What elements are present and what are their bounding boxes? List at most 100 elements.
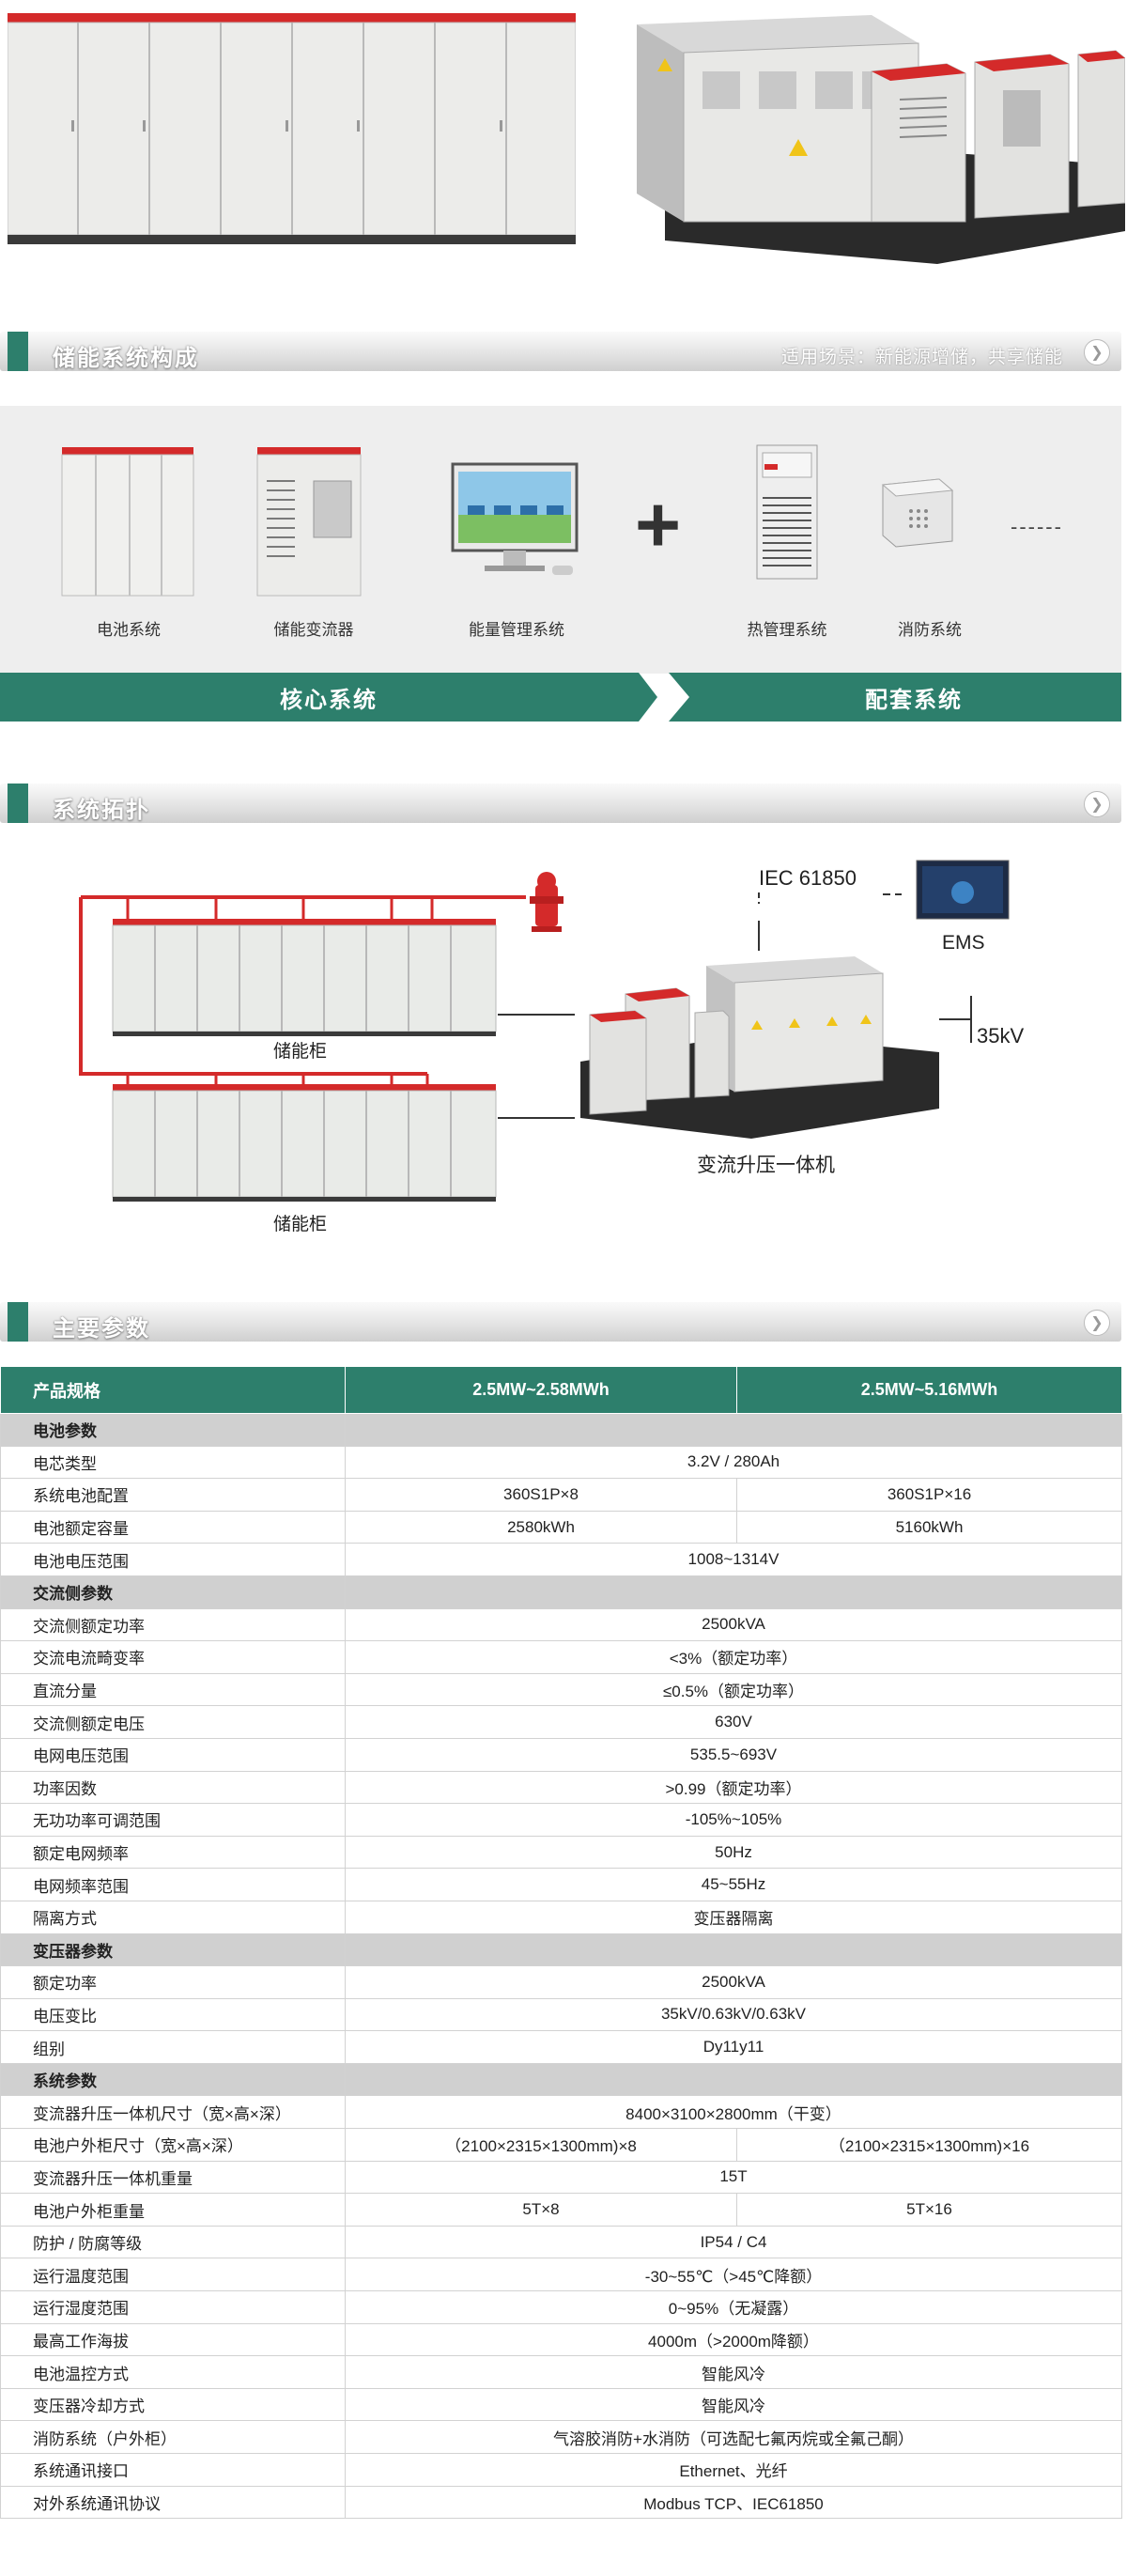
- table-row: 变流器升压一体机尺寸（宽×高×深）8400×3100×2800mm（干变）: [0, 2095, 1122, 2130]
- param-value: 智能风冷: [345, 2355, 1122, 2389]
- cabinet-label-1: 储能柜: [273, 1042, 328, 1062]
- param-value: 50Hz: [345, 1835, 1122, 1870]
- param-label: 交流电流畸变率: [0, 1640, 346, 1674]
- comp-label-pcs: 储能变流器: [273, 621, 354, 639]
- section-title: 主要参数: [53, 1316, 150, 1342]
- table-row: 运行温度范围-30~55℃（>45℃降额）: [0, 2258, 1122, 2292]
- param-value: 气溶胶消防+水消防（可选配七氟丙烷或全氟己酮）: [345, 2420, 1122, 2454]
- group-label: 电池参数: [0, 1413, 346, 1447]
- group-label: 交流侧参数: [0, 1575, 346, 1609]
- param-label: 变压器冷却方式: [0, 2387, 346, 2422]
- hero-pcs-unit: [627, 6, 1126, 269]
- table-row: 变压器冷却方式智能风冷: [0, 2387, 1122, 2422]
- table-group-row: 电池参数: [0, 1413, 1122, 1447]
- param-value: 15T: [345, 2160, 1122, 2195]
- param-label: 额定电网频率: [0, 1835, 346, 1870]
- comp-label-fire: 消防系统: [898, 621, 962, 639]
- core-system-bar: 核心系统: [0, 673, 657, 722]
- fire-hydrant-icon: [530, 872, 564, 932]
- param-label: 交流侧额定功率: [0, 1607, 346, 1642]
- battery-cabinet-icon: [58, 443, 199, 603]
- param-value: Modbus TCP、IEC61850: [345, 2485, 1122, 2520]
- param-value: <3%（额定功率）: [345, 1640, 1122, 1674]
- param-value: 3.2V / 280Ah: [345, 1445, 1122, 1480]
- comp-label-battery: 电池系统: [97, 621, 161, 639]
- param-value: （2100×2315×1300mm)×16: [736, 2128, 1122, 2162]
- param-value: IP54 / C4: [345, 2225, 1122, 2259]
- group-filler: [345, 1413, 1122, 1447]
- monitor-icon: [449, 460, 580, 587]
- table-row: 消防系统（户外柜）气溶胶消防+水消防（可选配七氟丙烷或全氟己酮）: [0, 2420, 1122, 2454]
- section-tab: [8, 1302, 28, 1342]
- param-label: 系统电池配置: [0, 1478, 346, 1512]
- param-value: 45~55Hz: [345, 1868, 1122, 1901]
- param-label: 组别: [0, 2030, 346, 2064]
- topology-diagram: [0, 846, 1121, 1240]
- spec-table: 产品规格 2.5MW~2.58MWh 2.5MW~5.16MWh 电池参数电芯类…: [0, 1366, 1122, 2520]
- arrow-right-icon[interactable]: ❯: [1084, 339, 1110, 365]
- table-row: 交流电流畸变率<3%（额定功率）: [0, 1640, 1122, 1674]
- param-label: 电池户外柜尺寸（宽×高×深）: [0, 2128, 346, 2162]
- composition-panel: 电池系统 储能变流器 能量管理系统 + 热管理: [0, 406, 1121, 674]
- param-label: 无功功率可调范围: [0, 1803, 346, 1837]
- param-value: Ethernet、光纤: [345, 2453, 1122, 2487]
- param-label: 电芯类型: [0, 1445, 346, 1480]
- group-label: 系统参数: [0, 2062, 346, 2097]
- arrow-right-icon[interactable]: ❯: [1084, 791, 1110, 817]
- param-value: 0~95%（无凝露）: [345, 2290, 1122, 2324]
- param-label: 消防系统（户外柜）: [0, 2420, 346, 2454]
- param-value: 360S1P×16: [736, 1478, 1122, 1512]
- pcs-cabinet-icon: [255, 443, 363, 603]
- param-label: 电池额定容量: [0, 1510, 346, 1544]
- param-label: 防护 / 防腐等级: [0, 2225, 346, 2259]
- param-value: ≤0.5%（额定功率）: [345, 1672, 1122, 1707]
- header-cell: 2.5MW~2.58MWh: [345, 1366, 737, 1414]
- table-row: 无功功率可调范围-105%~105%: [0, 1803, 1122, 1837]
- table-row: 隔离方式变压器隔离: [0, 1900, 1122, 1934]
- group-filler: [345, 1575, 1122, 1609]
- table-row: 功率因数>0.99（额定功率）: [0, 1770, 1122, 1805]
- plus-icon: +: [635, 480, 682, 568]
- param-value: 1008~1314V: [345, 1543, 1122, 1576]
- table-row: 直流分量≤0.5%（额定功率）: [0, 1672, 1122, 1707]
- comp-label-thermal: 热管理系统: [747, 621, 827, 639]
- param-value: 智能风冷: [345, 2387, 1122, 2422]
- param-value: 2500kVA: [345, 1607, 1122, 1642]
- group-filler: [345, 1932, 1122, 1967]
- param-label: 额定功率: [0, 1965, 346, 1999]
- param-label: 系统通讯接口: [0, 2453, 346, 2487]
- table-group-row: 系统参数: [0, 2062, 1122, 2097]
- param-label: 隔离方式: [0, 1900, 346, 1934]
- param-value: 变压器隔离: [345, 1900, 1122, 1934]
- param-value: 535.5~693V: [345, 1737, 1122, 1772]
- table-group-row: 交流侧参数: [0, 1575, 1122, 1609]
- section-subtitle: 适用场景：新能源增储，共享储能: [780, 348, 1063, 367]
- param-label: 变流器升压一体机重量: [0, 2160, 346, 2195]
- pcs-label: 变流升压一体机: [697, 1155, 835, 1176]
- comp-label-ems: 能量管理系统: [469, 621, 564, 639]
- param-value: 5T×16: [736, 2193, 1122, 2227]
- param-value: 35kV/0.63kV/0.63kV: [345, 1997, 1122, 2032]
- param-value: 5160kWh: [736, 1510, 1122, 1544]
- param-value: 630V: [345, 1705, 1122, 1739]
- arrow-right-icon[interactable]: ❯: [1084, 1310, 1110, 1336]
- param-label: 对外系统通讯协议: [0, 2485, 346, 2520]
- support-system-bar: 配套系统: [669, 673, 1121, 722]
- section-tab: [8, 332, 28, 371]
- param-value: 8400×3100×2800mm（干变）: [345, 2095, 1122, 2130]
- param-value: -105%~105%: [345, 1803, 1122, 1837]
- param-value: 2500kVA: [345, 1965, 1122, 1999]
- section-header-params: 主要参数 ❯: [0, 1302, 1121, 1342]
